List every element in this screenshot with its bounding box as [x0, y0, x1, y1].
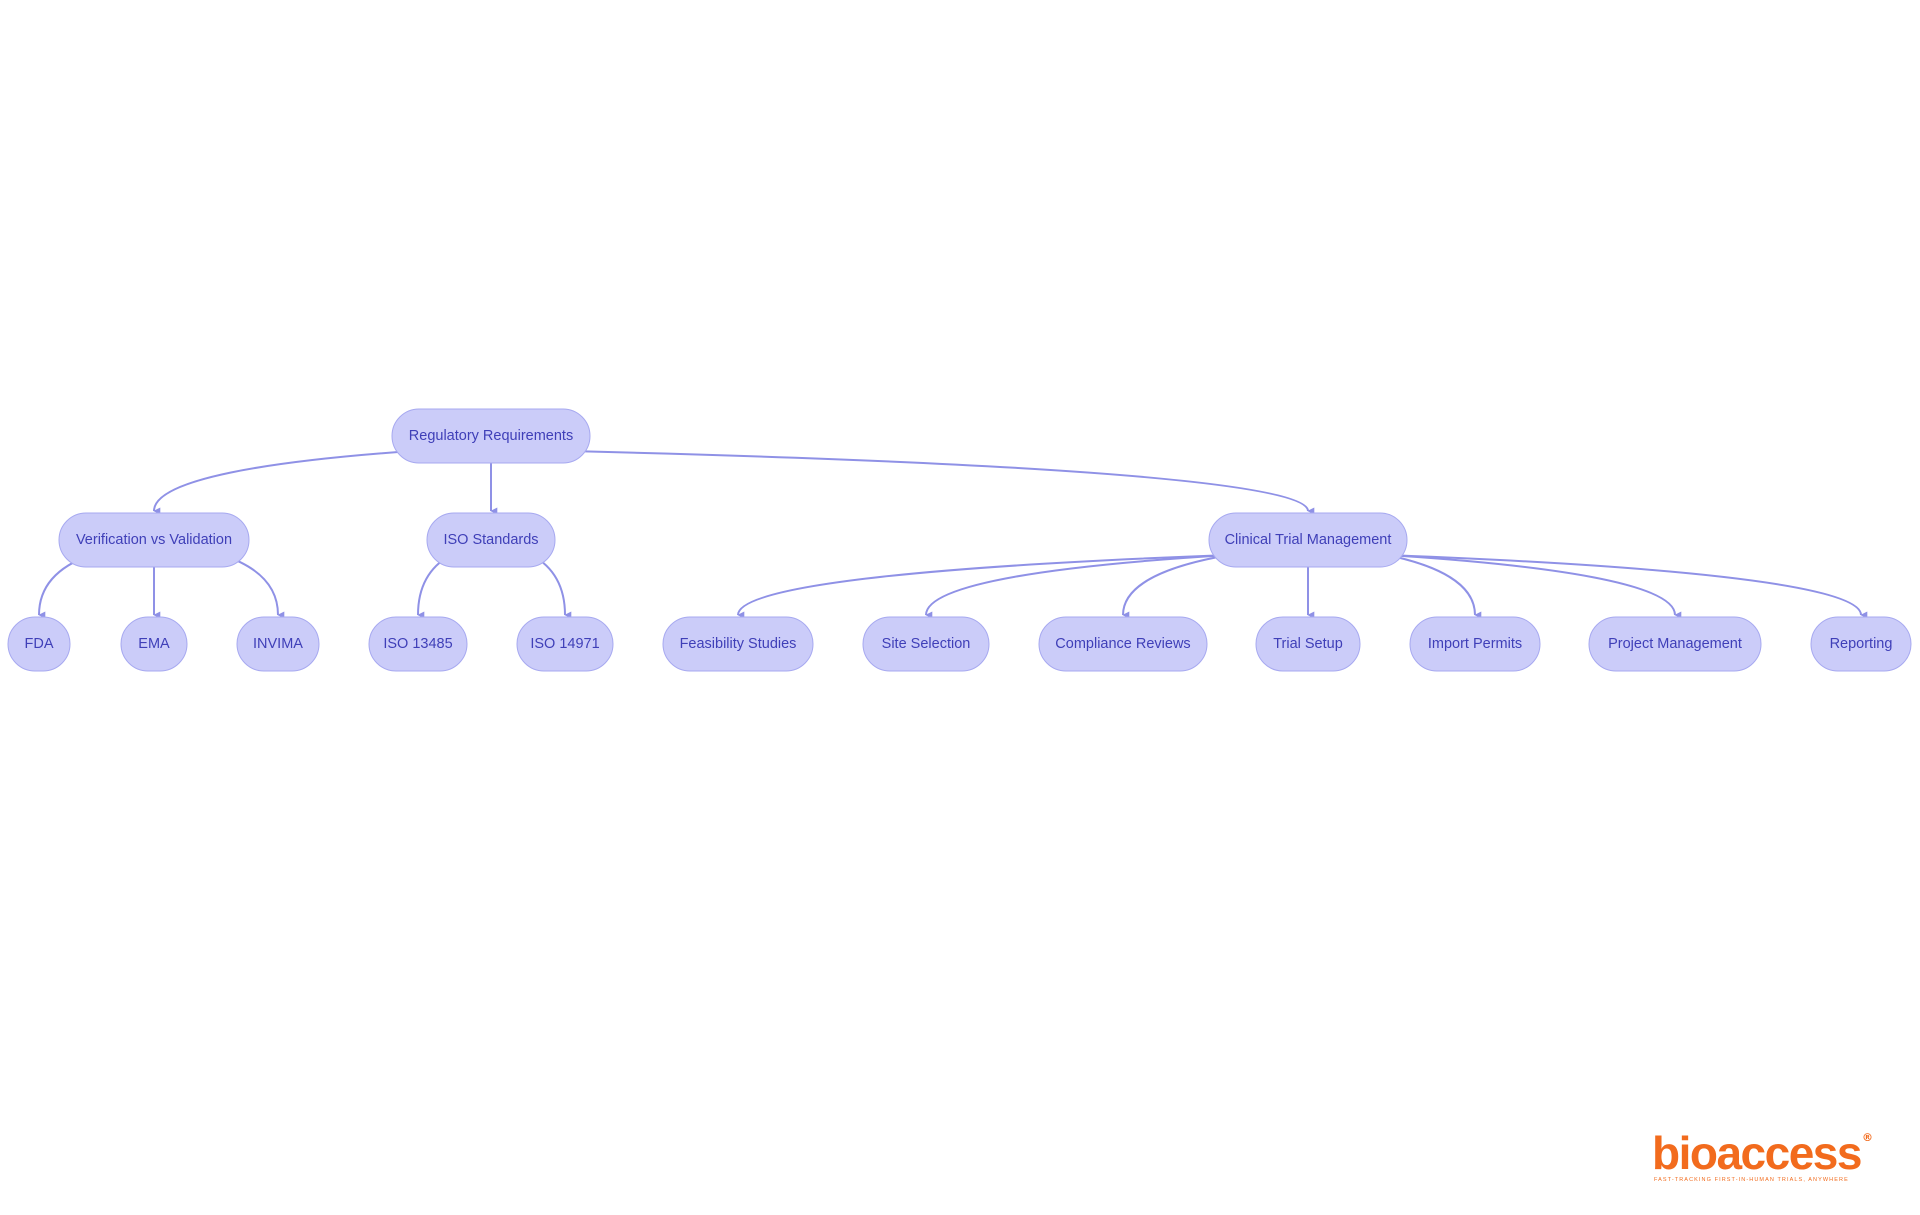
- node-shape: [58, 512, 250, 568]
- node-label: Verification vs Validation: [76, 532, 232, 548]
- node-label: Project Management: [1608, 636, 1742, 652]
- node-shape: [1409, 616, 1541, 672]
- node-label: Trial Setup: [1273, 636, 1343, 652]
- node-shape: [862, 616, 990, 672]
- node-label: Clinical Trial Management: [1225, 532, 1392, 548]
- logo-wordmark: bioaccess: [1652, 1127, 1862, 1179]
- node-label: Reporting: [1830, 636, 1893, 652]
- node-shape: [1038, 616, 1208, 672]
- edge-ctm-to-pm: [1386, 554, 1682, 619]
- node-comp: Compliance Reviews: [1038, 616, 1208, 672]
- node-shape: [1810, 616, 1912, 672]
- node-label: Compliance Reviews: [1055, 636, 1190, 652]
- logo-tagline: FAST-TRACKING FIRST-IN-HUMAN TRIALS, ANY…: [1654, 1177, 1849, 1183]
- node-pm: Project Management: [1588, 616, 1762, 672]
- node-fda: FDA: [7, 616, 71, 672]
- edge-ctm-to-feas: [737, 554, 1230, 619]
- node-label: ISO 13485: [383, 636, 452, 652]
- node-iso: ISO Standards: [426, 512, 556, 568]
- node-iso14971: ISO 14971: [516, 616, 614, 672]
- node-shape: [1255, 616, 1361, 672]
- node-vv: Verification vs Validation: [58, 512, 250, 568]
- node-iso13485: ISO 13485: [368, 616, 468, 672]
- node-label: FDA: [25, 636, 54, 652]
- edge-ctm-to-site: [925, 554, 1230, 619]
- node-shape: [368, 616, 468, 672]
- node-invima: INVIMA: [236, 616, 320, 672]
- node-shape: [516, 616, 614, 672]
- node-shape: [662, 616, 814, 672]
- edge-reg-to-ctm: [569, 450, 1315, 515]
- node-label: INVIMA: [253, 636, 303, 652]
- edge-ctm-to-comp: [1122, 554, 1230, 619]
- node-label: EMA: [138, 636, 170, 652]
- node-label: Feasibility Studies: [680, 636, 797, 652]
- node-label: Import Permits: [1428, 636, 1522, 652]
- node-shape: [391, 408, 591, 464]
- edge-reg-to-vv: [153, 450, 413, 515]
- node-shape: [1208, 512, 1408, 568]
- node-import: Import Permits: [1409, 616, 1541, 672]
- node-shape: [7, 616, 71, 672]
- node-site: Site Selection: [862, 616, 990, 672]
- node-feas: Feasibility Studies: [662, 616, 814, 672]
- node-setup: Trial Setup: [1255, 616, 1361, 672]
- node-shape: [236, 616, 320, 672]
- node-ctm: Clinical Trial Management: [1208, 512, 1408, 568]
- node-shape: [426, 512, 556, 568]
- node-shape: [1588, 616, 1762, 672]
- edges-layer: [38, 450, 1868, 619]
- node-label: ISO Standards: [443, 532, 538, 548]
- bioaccess-logo: bioaccess ® FAST-TRACKING FIRST-IN-HUMAN…: [1652, 1127, 1873, 1184]
- node-label: Regulatory Requirements: [409, 428, 573, 444]
- node-reg: Regulatory Requirements: [391, 408, 591, 464]
- edge-ctm-to-report: [1386, 554, 1868, 619]
- logo-registered-mark: ®: [1862, 1131, 1873, 1144]
- node-label: Site Selection: [882, 636, 971, 652]
- node-ema: EMA: [120, 616, 188, 672]
- edge-ctm-to-import: [1386, 554, 1482, 619]
- node-shape: [120, 616, 188, 672]
- node-report: Reporting: [1810, 616, 1912, 672]
- node-label: ISO 14971: [530, 636, 599, 652]
